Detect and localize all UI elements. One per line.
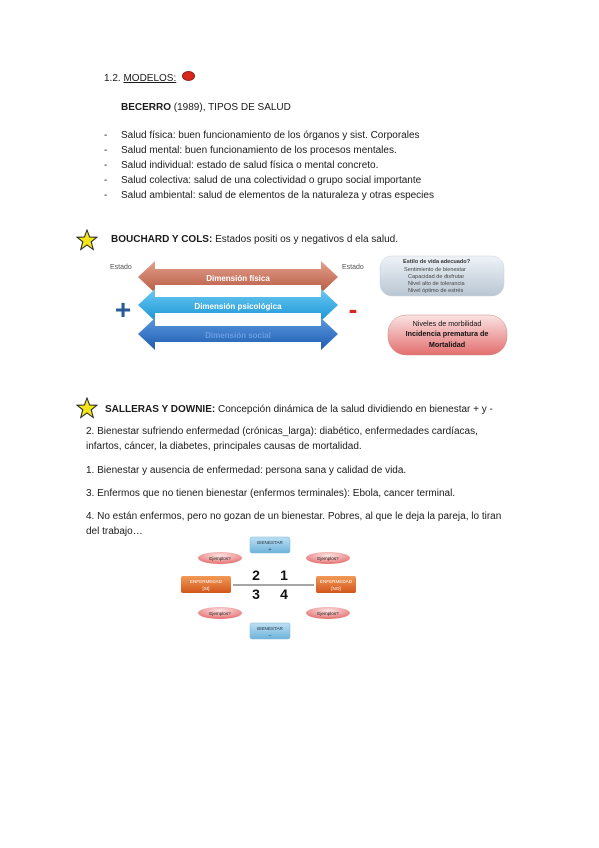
example-oval (306, 552, 350, 564)
enfermedad-si-sub: [SI] (203, 586, 210, 591)
example-oval (306, 607, 350, 619)
dimension-social-label: Dimensión social (205, 331, 271, 340)
arrow-dimension-psicologica (138, 289, 338, 321)
bienestar-positive-box (249, 536, 291, 554)
arrow-dimension-fisica (138, 261, 338, 293)
section-title: MODELOS: (123, 73, 177, 84)
positive-box-line: Sentimiento de bienestar (404, 267, 466, 273)
salleras-heading: SALLERAS Y DOWNIE: Concepción dinámica d… (105, 403, 493, 416)
quadrant-number-4: 4 (280, 586, 288, 602)
bienestar-positive-sign: + (269, 547, 272, 553)
enfermedad-si-box (181, 576, 231, 593)
wellbeing-quadrant: BIENESTAR + BIENESTAR – ENFERMEDAD [SI] … (181, 536, 356, 640)
section-heading: 1.2. MODELOS: (104, 72, 176, 85)
bouchard-diagram: Dimensión física Dimensión psicológica D… (108, 255, 508, 360)
becerro-heading: BECERRO (1989), TIPOS DE SALUD (121, 101, 291, 114)
negative-state-box (387, 314, 508, 356)
negative-box-line: Incidencia prematura de (406, 329, 489, 338)
arrow-dimension-social (138, 318, 338, 350)
paragraph-3: 3. Enfermos que no tienen bienestar (enf… (86, 488, 456, 499)
svg-text:Ejemplos?: Ejemplos? (317, 556, 339, 561)
positive-box-line: Capacidad de disfrutar (408, 274, 464, 280)
example-oval (198, 552, 242, 564)
positive-state-box (379, 255, 505, 297)
quadrant-number-1: 1 (280, 567, 288, 583)
salleras-rest: Concepción dinámica de la salud dividien… (215, 404, 493, 415)
bouchard-heading: BOUCHARD Y COLS: Estados positi os y neg… (111, 233, 398, 246)
example-oval (198, 607, 242, 619)
enfermedad-no-box (316, 576, 356, 593)
bienestar-negative-box (249, 622, 291, 640)
dimension-psicologica-label: Dimensión psicológica (194, 302, 282, 311)
minus-sign: - (349, 294, 358, 324)
plus-sign: + (115, 294, 131, 325)
becerro-name: BECERRO (121, 102, 172, 113)
enfermedad-si-label: ENFERMEDAD (190, 579, 223, 584)
svg-text:Ejemplos?: Ejemplos? (317, 611, 339, 616)
enfermedad-no-label: ENFERMEDAD (320, 579, 353, 584)
estado-right-label: Estado (342, 264, 364, 271)
bienestar-negative-label: BIENESTAR (257, 626, 283, 631)
svg-text:Ejemplos?: Ejemplos? (209, 556, 231, 561)
bienestar-positive-label: BIENESTAR (257, 540, 283, 545)
paragraph-4-line1: 4. No están enfermos, pero no gozan de u… (86, 511, 502, 522)
paragraph-2-line2: infartos, cáncer, la diabetes, principal… (86, 441, 362, 452)
enfermedad-no-sub: [NO] (331, 586, 340, 591)
star-icon (76, 229, 98, 251)
negative-box-line: Mortalidad (429, 340, 465, 349)
svg-text:Ejemplos?: Ejemplos? (209, 611, 231, 616)
becerro-rest: (1989), TIPOS DE SALUD (171, 102, 291, 113)
bienestar-negative-sign: – (269, 633, 272, 639)
dimension-fisica-label: Dimensión física (206, 274, 270, 283)
paragraph-1: 1. Bienestar y ausencia de enfermedad: p… (86, 465, 407, 476)
quadrant-diagram: BIENESTAR + BIENESTAR – ENFERMEDAD [SI] … (178, 535, 358, 645)
section-number: 1.2. (104, 73, 121, 84)
bouchard-name: BOUCHARD Y COLS: (111, 234, 213, 245)
star-icon (76, 397, 98, 419)
positive-box-line: Nivel óptimo de estrés (408, 288, 464, 294)
positive-box-line: Nivel alto de tolerancia (408, 281, 465, 287)
red-dot-icon (182, 71, 195, 81)
paragraph-4-line2: del trabajo… (86, 526, 143, 537)
dimensions-arrows: Dimensión física Dimensión psicológica D… (110, 255, 508, 356)
paragraph-2-line1: 2. Bienestar sufriendo enfermedad (cróni… (86, 426, 478, 437)
positive-box-title: Estilo de vida adecuado? (403, 259, 471, 265)
salleras-name: SALLERAS Y DOWNIE: (105, 404, 216, 415)
negative-box-line: Niveles de morbilidad (413, 319, 482, 328)
bouchard-rest: Estados positi os y negativos d ela salu… (212, 234, 398, 245)
quadrant-number-2: 2 (252, 567, 260, 583)
estado-left-label: Estado (110, 264, 132, 271)
quadrant-number-3: 3 (252, 586, 260, 602)
